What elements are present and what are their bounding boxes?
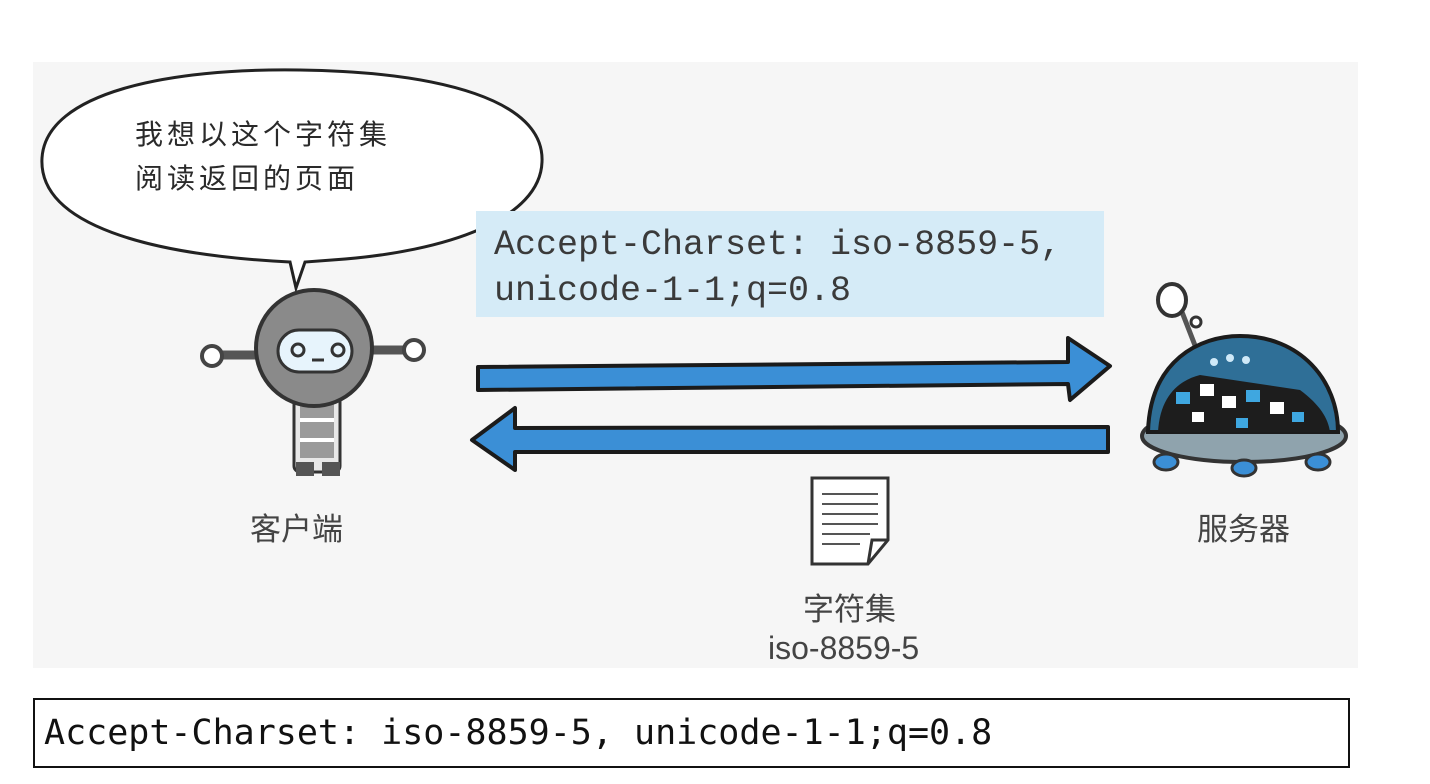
client-robot-icon: [200, 288, 426, 476]
code-caption-box: Accept-Charset: iso-8859-5, unicode-1-1;…: [33, 698, 1350, 768]
bubble-line-2: 阅读返回的页面: [135, 162, 360, 195]
bubble-line-1: 我想以这个字符集: [135, 118, 392, 151]
client-label: 客户端: [250, 512, 343, 548]
server-robot-icon: [1140, 282, 1348, 478]
charset-label: 字符集: [803, 592, 896, 628]
request-header-line-1: Accept-Charset: iso-8859-5,: [494, 225, 1062, 265]
code-caption-text: Accept-Charset: iso-8859-5, unicode-1-1;…: [44, 713, 993, 753]
charset-value: iso-8859-5: [768, 630, 920, 666]
request-arrow: [476, 336, 1112, 402]
server-label: 服务器: [1197, 512, 1290, 548]
response-arrow: [470, 406, 1110, 472]
document-icon: [810, 476, 890, 566]
request-header-text: Accept-Charset: iso-8859-5, unicode-1-1;…: [494, 222, 1061, 314]
request-header-line-2: unicode-1-1;q=0.8: [494, 271, 852, 311]
request-header-box: [476, 211, 1104, 317]
speech-bubble-text: 我想以这个字符集 阅读返回的页面: [135, 113, 391, 201]
